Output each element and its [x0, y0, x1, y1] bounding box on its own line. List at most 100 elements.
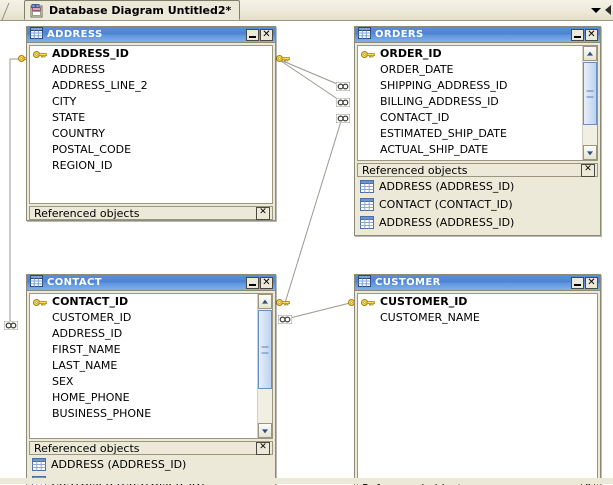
table-icon	[30, 275, 43, 290]
vertical-scrollbar[interactable]	[582, 46, 597, 160]
column-row[interactable]: SEX	[30, 374, 272, 390]
column-row[interactable]: ORDER_ID	[358, 46, 597, 62]
tab-bar-controls	[591, 2, 611, 18]
column-row[interactable]: POSTAL_CODE	[30, 142, 272, 158]
table-name-label: CUSTOMER	[375, 277, 441, 288]
referenced-objects-bar[interactable]: Referenced objects ✕	[357, 163, 598, 177]
column-row[interactable]: STATE	[30, 110, 272, 126]
referenced-objects-label: Referenced objects	[362, 164, 468, 177]
column-row[interactable]: BILLING_ADDRESS_ID	[358, 94, 597, 110]
close-button[interactable]: ✕	[260, 29, 273, 41]
referenced-objects-close-icon[interactable]: ✕	[581, 164, 595, 177]
tab-database-diagram[interactable]: Database Diagram Untitled2*	[24, 0, 240, 20]
column-row[interactable]: ADDRESS_ID	[30, 46, 272, 62]
column-row[interactable]: CONTACT_ID	[358, 110, 597, 126]
referenced-objects-label: Referenced objects	[34, 207, 140, 220]
referenced-object-item[interactable]: ADDRESS (ADDRESS_ID)	[357, 214, 598, 232]
relationship-many-contact-right[interactable]	[278, 314, 292, 323]
column-row[interactable]: CONTACT_ID	[30, 294, 272, 310]
close-button[interactable]: ✕	[260, 277, 273, 289]
table-name-label: ADDRESS	[47, 29, 103, 40]
table-title-bar[interactable]: CUSTOMER ✕	[355, 275, 600, 291]
window-buttons: ✕	[571, 29, 598, 41]
column-row[interactable]: CUSTOMER_NAME	[358, 310, 597, 326]
tab-bar: Database Diagram Untitled2*	[0, 0, 613, 21]
table-icon	[360, 180, 374, 193]
table-icon	[30, 27, 43, 42]
chevron-down-icon[interactable]	[591, 8, 601, 13]
referenced-object-item[interactable]: ADDRESS (ADDRESS_ID)	[357, 178, 598, 196]
relationship-many-orders-1[interactable]	[336, 81, 350, 90]
window-buttons: ✕	[246, 277, 273, 289]
column-row[interactable]: FIRST_NAME	[30, 342, 272, 358]
scroll-down-arrow[interactable]	[583, 145, 597, 160]
table-icon	[358, 275, 371, 290]
referenced-objects-list[interactable]: ADDRESS (ADDRESS_ID)CONTACT (CONTACT_ID)…	[355, 177, 600, 234]
relationship-key-address-right[interactable]	[276, 54, 290, 63]
table-name-label: ORDERS	[375, 29, 424, 40]
scroll-down-arrow[interactable]	[258, 423, 272, 438]
relationship-many-contact-left[interactable]	[4, 320, 18, 329]
column-row[interactable]: BUSINESS_PHONE	[30, 406, 272, 422]
referenced-objects-close-icon[interactable]: ✕	[256, 207, 270, 220]
column-row[interactable]: ADDRESS_ID	[30, 326, 272, 342]
close-button[interactable]: ✕	[585, 277, 598, 289]
referenced-object-item[interactable]: CONTACT (CONTACT_ID)	[357, 196, 598, 214]
table-icon	[358, 27, 371, 42]
referenced-objects-close-icon[interactable]: ✕	[256, 442, 270, 455]
column-row[interactable]: ESTIMATED_SHIP_DATE	[358, 126, 597, 142]
table-title-bar[interactable]: ADDRESS ✕	[27, 27, 275, 43]
column-row[interactable]: REGION_ID	[30, 158, 272, 174]
column-row[interactable]: LAST_NAME	[30, 358, 272, 374]
column-row[interactable]: CUSTOMER_ID	[358, 294, 597, 310]
primary-key-icon	[361, 49, 376, 59]
primary-key-icon	[33, 297, 48, 307]
minimize-button[interactable]	[571, 29, 584, 41]
window-buttons: ✕	[246, 29, 273, 41]
relationship-key-contact-right[interactable]	[276, 298, 290, 307]
column-row[interactable]: CUSTOMER_ID	[30, 310, 272, 326]
column-row[interactable]: ADDRESS_LINE_2	[30, 78, 272, 94]
window-buttons: ✕	[571, 277, 598, 289]
column-row[interactable]: HOME_PHONE	[30, 390, 272, 406]
table-title-bar[interactable]: CONTACT✕	[27, 275, 275, 291]
scroll-up-arrow[interactable]	[258, 294, 272, 309]
referenced-object-item[interactable]: ADDRESS (ADDRESS_ID)	[29, 456, 273, 474]
referenced-objects-bar[interactable]: Referenced objects ✕	[29, 206, 273, 220]
column-row[interactable]: ADDRESS	[30, 62, 272, 78]
vertical-scrollbar[interactable]	[257, 294, 272, 438]
table-icon	[360, 198, 374, 211]
scroll-up-arrow[interactable]	[583, 46, 597, 61]
referenced-objects-label: Referenced objects	[34, 442, 140, 455]
column-row[interactable]: SHIPPING_ADDRESS_ID	[358, 78, 597, 94]
minimize-button[interactable]	[246, 277, 259, 289]
minimize-button[interactable]	[246, 29, 259, 41]
relationship-many-orders-2[interactable]	[336, 97, 350, 106]
table-icon	[360, 216, 374, 229]
primary-key-icon	[361, 297, 376, 307]
scrollbar-thumb[interactable]	[258, 310, 272, 389]
table-title-bar[interactable]: ORDERS ✕	[355, 27, 600, 43]
table-icon	[32, 458, 46, 471]
table-window-customer[interactable]: CUSTOMER✕CUSTOMER_IDCUSTOMER_NAMEReferen…	[354, 274, 601, 485]
scrollbar-thumb[interactable]	[583, 62, 597, 125]
diagram-icon	[30, 4, 44, 18]
triangle-left-icon[interactable]	[605, 5, 611, 15]
column-row[interactable]: CITY	[30, 94, 272, 110]
minimize-button[interactable]	[571, 277, 584, 289]
column-row[interactable]: ORDER_DATE	[358, 62, 597, 78]
column-row[interactable]: ACTUAL_SHIP_DATE	[358, 142, 597, 158]
column-row[interactable]: COUNTRY	[30, 126, 272, 142]
relationship-many-orders-3[interactable]	[336, 113, 350, 122]
referenced-objects-bar[interactable]: Referenced objects ✕	[29, 441, 273, 455]
close-button[interactable]: ✕	[585, 29, 598, 41]
